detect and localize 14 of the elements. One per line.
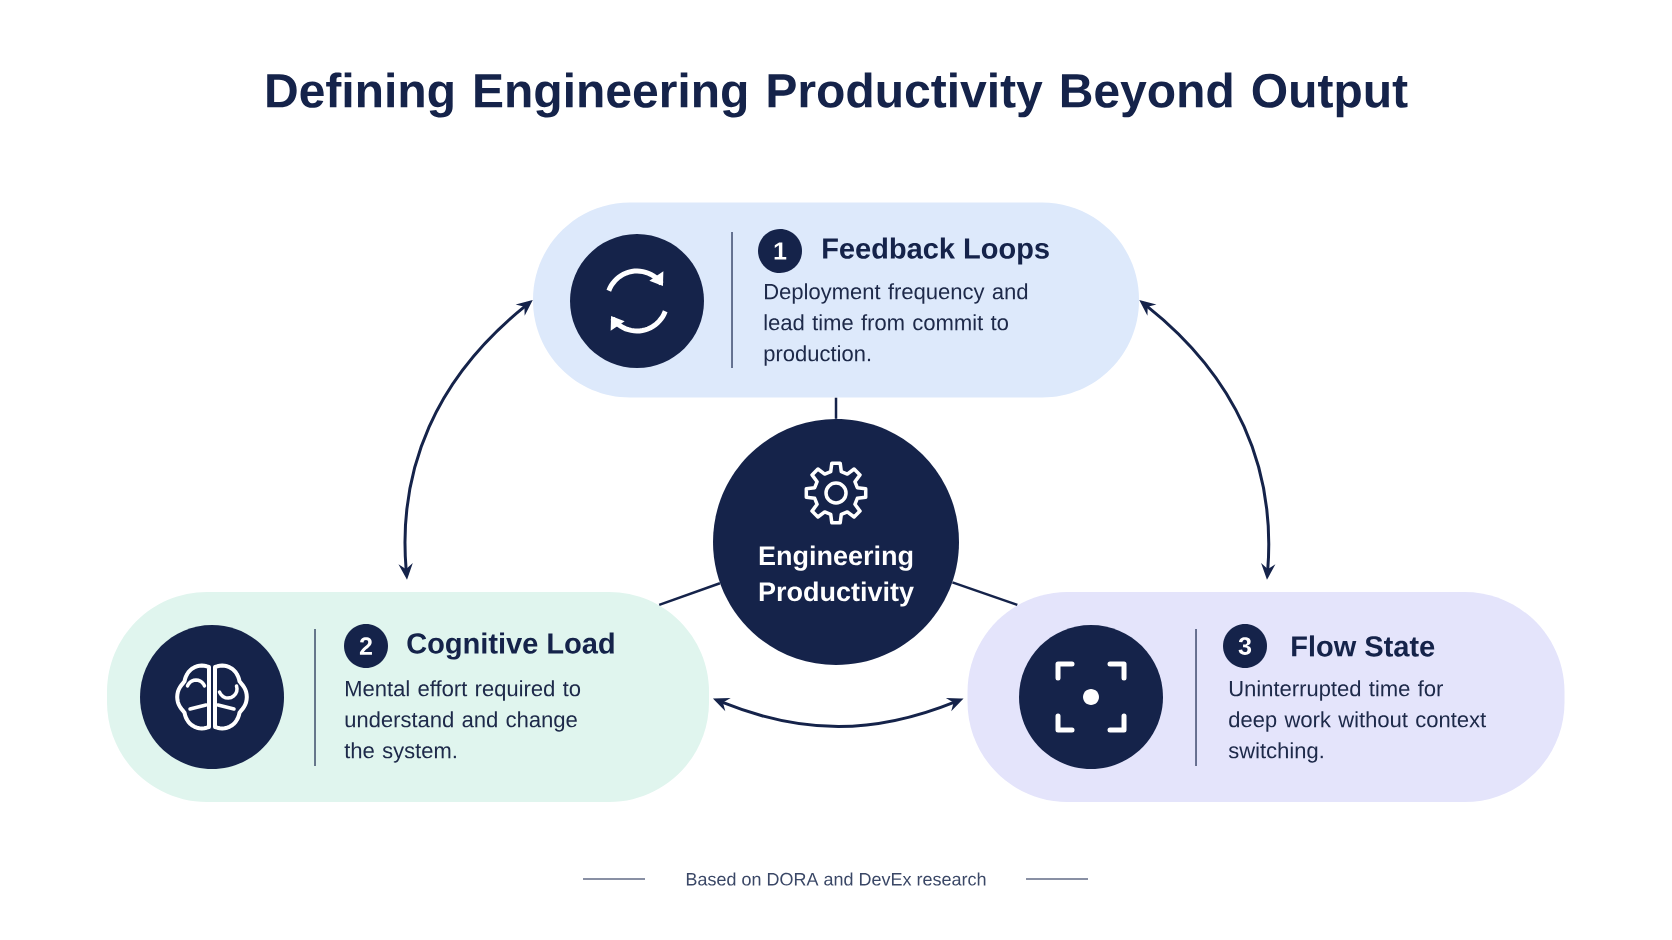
card-heading: Feedback Loops [823,237,1049,265]
connector-line [658,582,721,606]
number-badge: 2 [344,624,388,668]
card-description: Deployment frequency and lead time from commit to production. [764,283,1028,366]
card-description: Uninterrupted time for deep work without context switching. [1228,680,1487,763]
caption: Based on DORA and DevEx research [686,872,986,886]
connector-line [952,581,1018,606]
card-description: Mental effort required to understand and change the system. [344,680,581,763]
connector-line [834,397,838,419]
number-badge: 1 [758,229,802,273]
card-heading: Flow State [1292,635,1435,657]
number-badge: 3 [1223,624,1267,668]
title: Defining Engineering Productivity Beyond Output [267,72,1408,118]
card-heading: Cognitive Load [407,632,614,660]
